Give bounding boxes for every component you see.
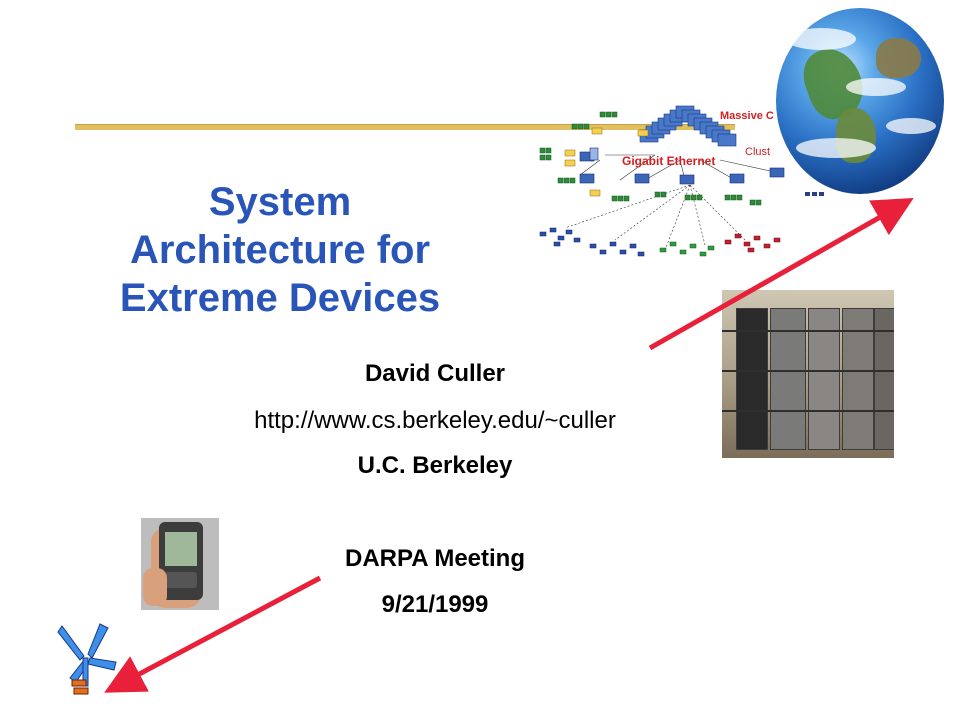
gigabit-ethernet-label: Gigabit Ethernet [622,154,716,168]
event-date: 9/21/1999 [381,591,489,618]
title-line-1: System [208,180,352,224]
affiliation: U.C. Berkeley [357,452,513,479]
windmill-icon [57,623,117,695]
author-url[interactable]: http://www.cs.berkeley.edu/~culler [254,407,616,434]
massive-cluster-label: Massive C [720,110,774,122]
globe-photo [776,8,944,194]
event-name: DARPA Meeting [345,545,525,572]
cluster-label: Clust [745,146,771,158]
title-line-2: Architecture for [129,228,431,272]
slide-title: System Architecture for Extreme Devices [60,178,500,322]
title-rule [75,124,735,130]
title-line-3: Extreme Devices [119,276,441,320]
author-name: David Culler [364,360,506,387]
